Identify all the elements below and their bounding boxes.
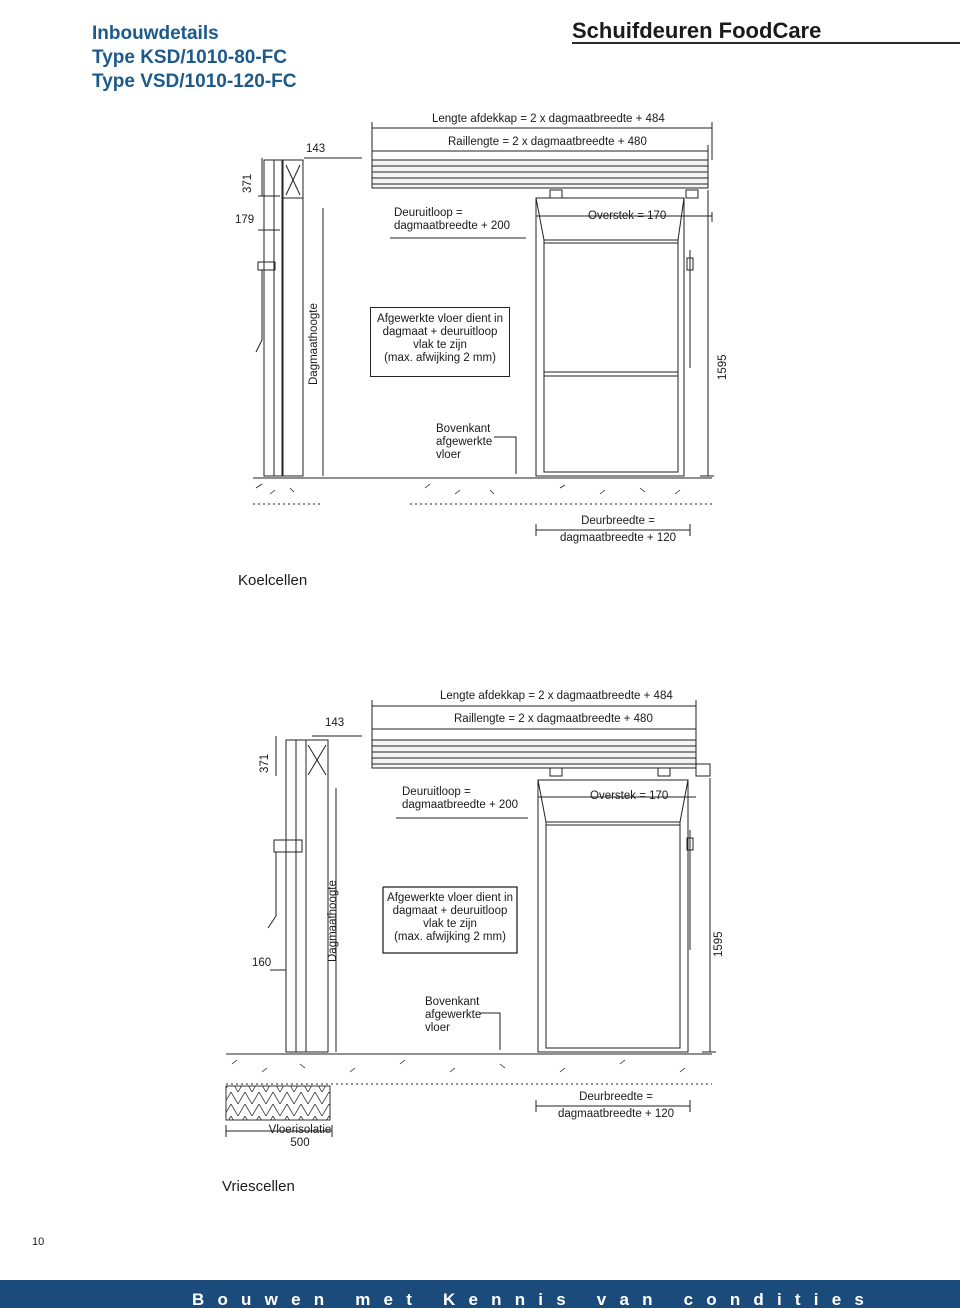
vries-bovenkant-line3: vloer [425,1022,450,1034]
title-line-2: Type KSD/1010-80-FC [92,47,287,68]
koel-bovenkant-line3: vloer [436,449,461,461]
koel-bovenkant: Bovenkant afgewerkte vloer [436,423,492,462]
brand-title: Schuifdeuren FoodCare [572,18,822,43]
koel-note-line1: Afgewerkte vloer dient in [377,313,503,325]
vries-note-line2: dagmaat + deuruitloop [392,905,508,917]
koel-note-line3: vlak te zijn [413,339,467,351]
koel-bovenkant-line2: afgewerkte [436,436,493,448]
vries-bovenkant: Bovenkant afgewerkte vloer [425,996,481,1035]
page-title: Inbouwdetails Type KSD/1010-80-FC Type V… [92,22,297,94]
koel-overstek-label: Overstek = 170 [588,210,667,222]
vries-deurbreedte-line1: Deurbreedte = [579,1091,653,1103]
koel-deuruitloop-line2: dagmaatbreedte + 200 [394,220,511,232]
koel-deurbreedte: Deurbreedte = dagmaatbreedte + 120 [548,515,688,545]
koel-deuruitloop-line1: Deuruitloop = [394,207,463,219]
vries-note-line3: vlak te zijn [423,918,477,930]
koel-afdekkap-label: Lengte afdekkap = 2 x dagmaatbreedte + 4… [432,113,665,125]
title-line-1: Inbouwdetails [92,23,219,44]
koel-dim-143: 143 [306,143,326,155]
page-number: 10 [32,1236,45,1248]
vries-floor-note: Afgewerkte vloer dient in dagmaat + deur… [383,887,517,953]
koel-deurbreedte-line2: dagmaatbreedte + 120 [559,532,677,544]
brand-underline [572,42,960,44]
vries-dim-160: 160 [252,957,272,969]
vries-bovenkant-line2: afgewerkte [425,1009,482,1021]
section-koelcellen: Koelcellen [238,572,308,589]
vries-deurbreedte: Deurbreedte = dagmaatbreedte + 120 [546,1091,686,1121]
vries-raillengte-label: Raillengte = 2 x dagmaatbreedte + 480 [454,713,653,725]
vries-note-line1: Afgewerkte vloer dient in [387,892,513,904]
koel-note-line4: (max. afwijking 2 mm) [384,352,496,364]
vries-vloerisolatie-label: Vloerisolatie [268,1124,332,1136]
vries-vloerisolatie: Vloerisolatie 500 [250,1124,350,1150]
footer-bar [0,1280,960,1308]
koel-note-line2: dagmaat + deuruitloop [382,326,498,338]
vries-note-line4: (max. afwijking 2 mm) [394,931,506,943]
koel-dim-179: 179 [235,214,255,226]
koel-raillengte-label: Raillengte = 2 x dagmaatbreedte + 480 [448,136,647,148]
footer-tagline: Bouwen met Kennis van condities [192,1290,878,1309]
title-line-3: Type VSD/1010-120-FC [92,71,297,92]
section-vriescellen: Vriescellen [222,1178,295,1195]
vries-deuruitloop: Deuruitloop = dagmaatbreedte + 200 [402,786,518,812]
vries-afdekkap-label: Lengte afdekkap = 2 x dagmaatbreedte + 4… [440,690,673,702]
vries-deuruitloop-line1: Deuruitloop = [402,786,471,798]
vries-overstek-label: Overstek = 170 [590,790,669,802]
vries-drawing [225,700,716,1137]
vries-dim-1595: 1595 [713,931,725,957]
vries-deuruitloop-line2: dagmaatbreedte + 200 [402,799,519,811]
vries-deurbreedte-line2: dagmaatbreedte + 120 [557,1108,675,1120]
vries-ground [231,1059,686,1073]
koel-floor-note: Afgewerkte vloer dient in dagmaat + deur… [370,307,510,377]
koel-deuruitloop: Deuruitloop = dagmaatbreedte + 200 [388,207,524,233]
vries-bovenkant-line1: Bovenkant [425,996,480,1008]
koel-drawing [253,122,714,536]
vries-dim-500: 500 [290,1137,310,1149]
koel-bovenkant-line1: Bovenkant [436,423,491,435]
koel-ground [255,483,681,495]
vries-dim-143: 143 [325,717,345,729]
koel-deurbreedte-line1: Deurbreedte = [581,515,655,527]
